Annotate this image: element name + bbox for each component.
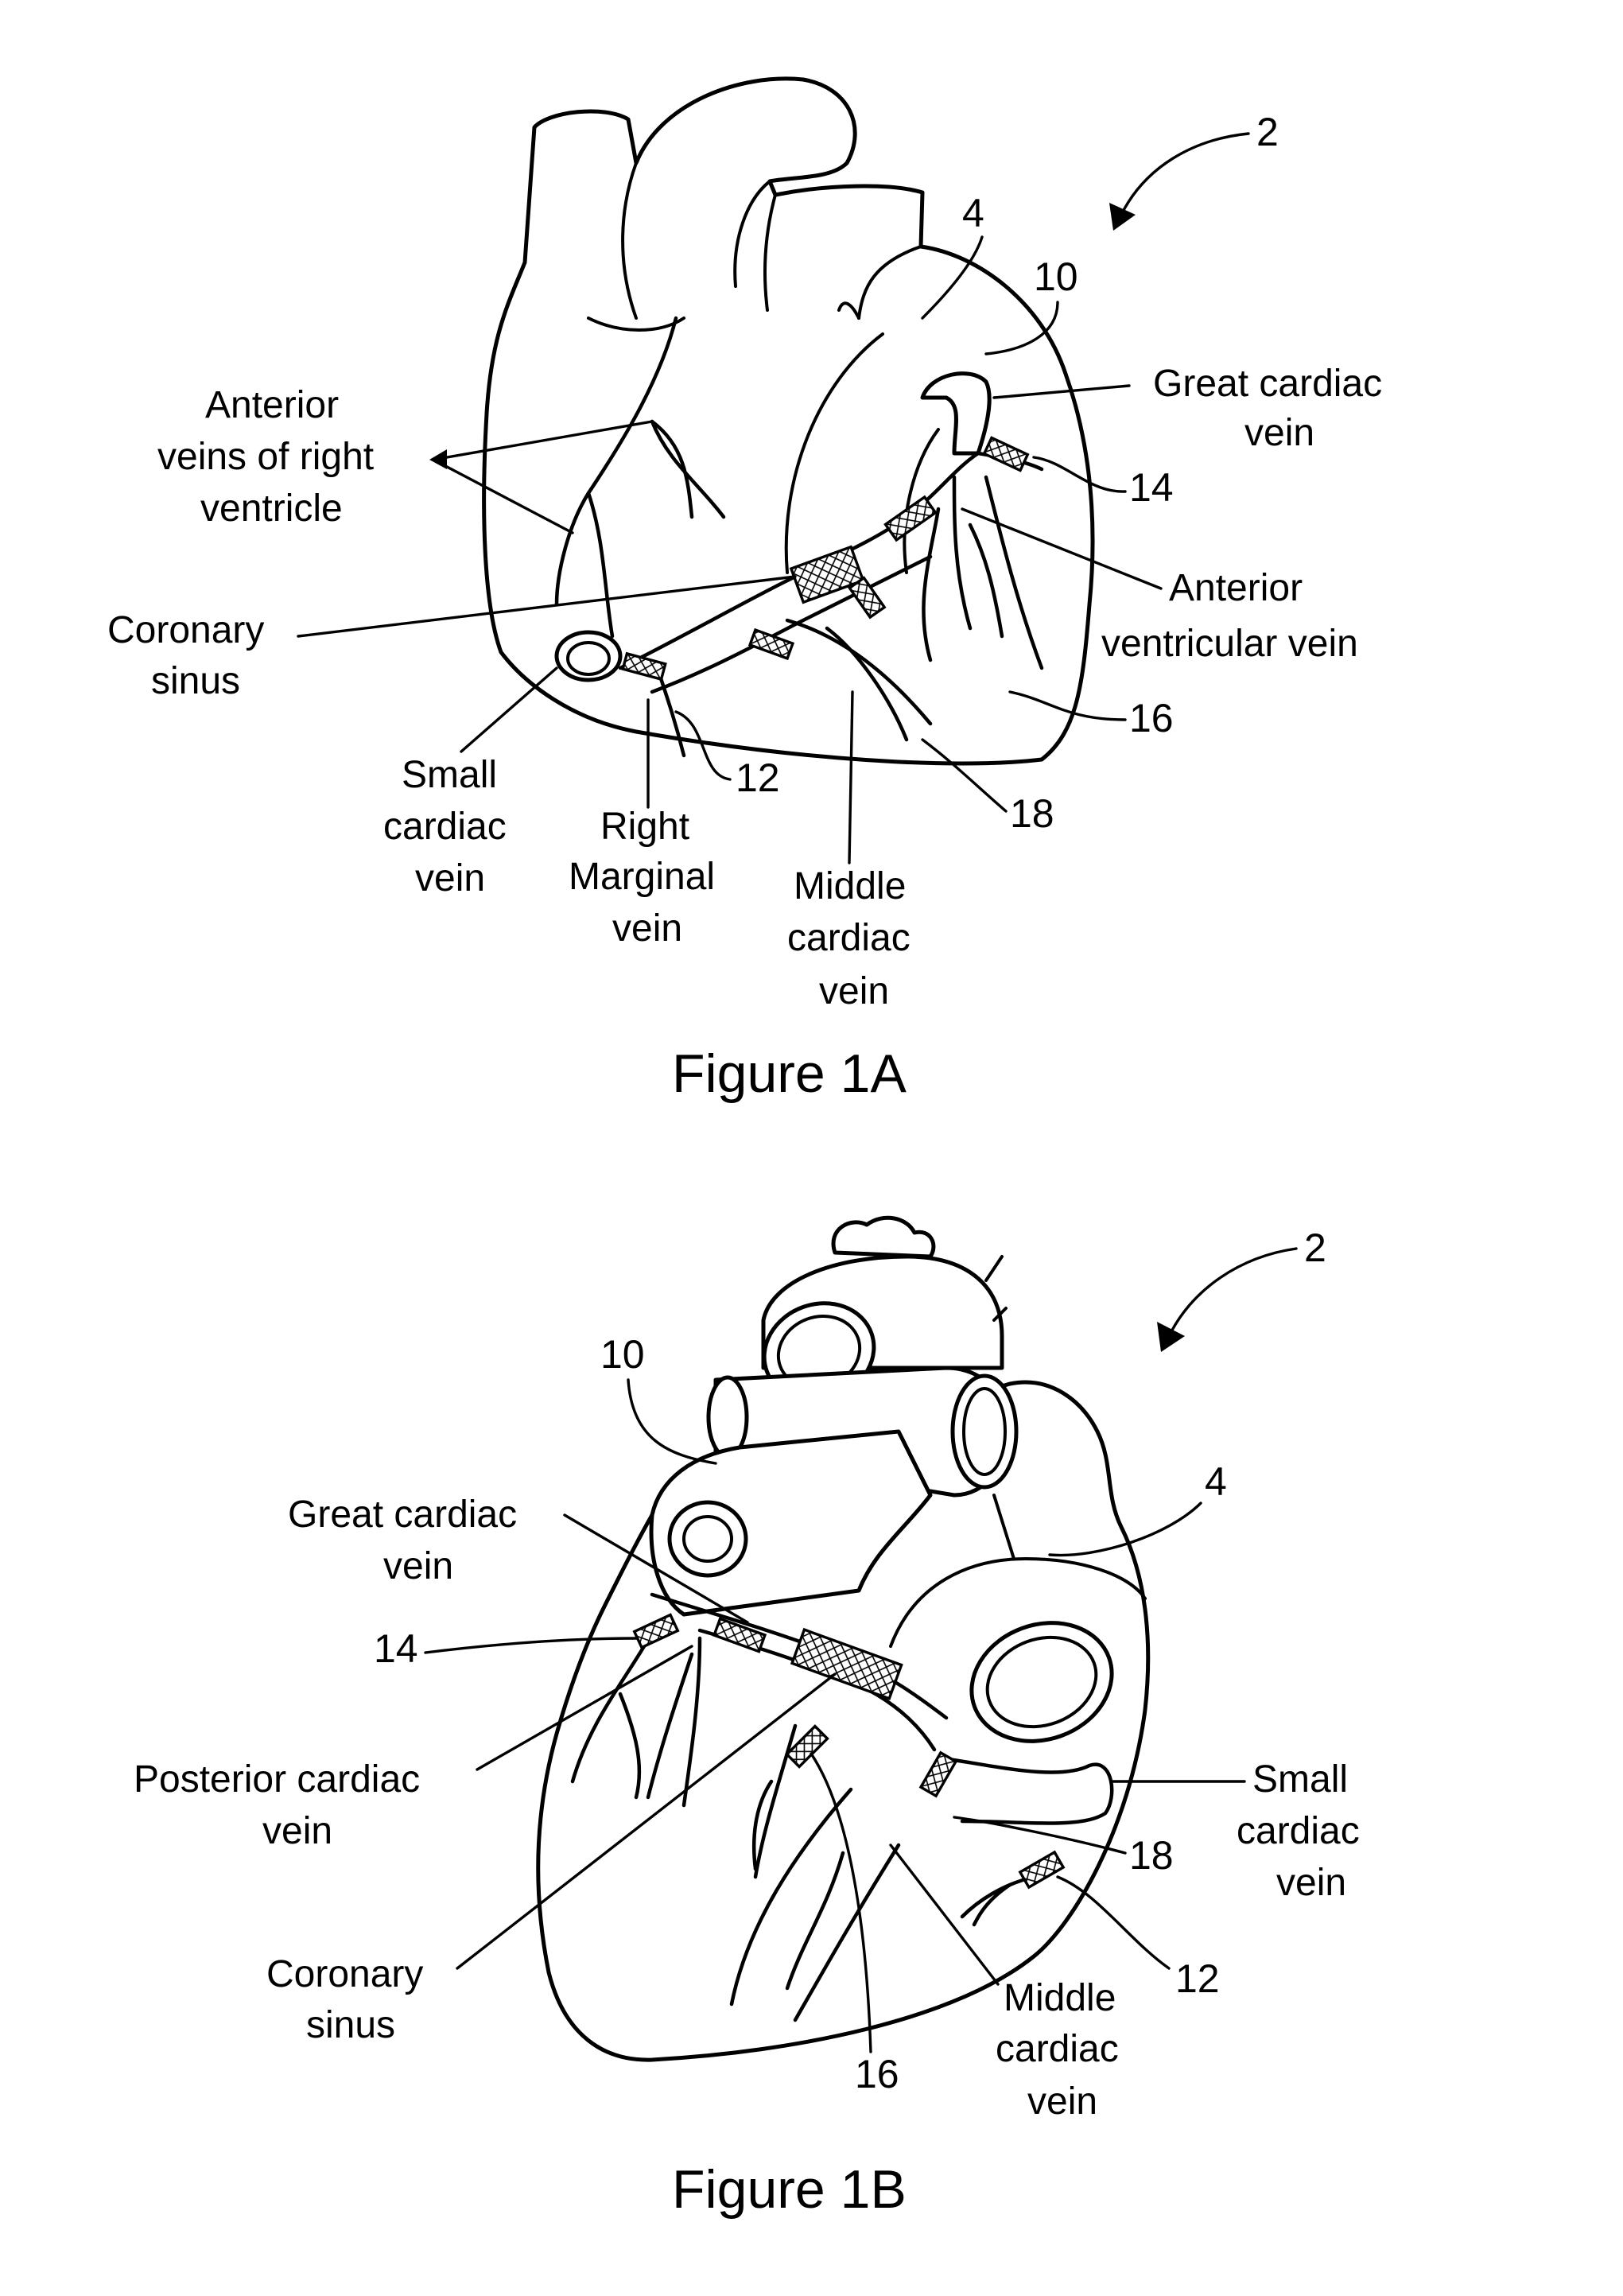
ref-10-1b: 10 bbox=[600, 1332, 645, 1377]
ref-12-1b: 12 bbox=[1175, 1956, 1220, 2001]
great-cardiac-vein-label-1a: Great cardiac vein bbox=[1153, 363, 1392, 454]
anterior-ventricular-vein-label-1a: Anterior ventricular vein bbox=[1101, 567, 1358, 665]
small-cardiac-vein-label-1b: Small cardiac vein bbox=[1237, 1758, 1370, 1904]
ref-16-1a: 16 bbox=[1129, 696, 1174, 740]
ref-2-1a: 2 bbox=[1256, 110, 1279, 154]
ref-16-1b: 16 bbox=[855, 2052, 899, 2096]
anterior-veins-right-ventricle-label: Anterior veins of right ventricle bbox=[157, 384, 384, 530]
figure-1b-caption: Figure 1B bbox=[672, 2159, 907, 2220]
ref-14-1b: 14 bbox=[374, 1626, 418, 1671]
figure-1b: 2 10 4 Great cardiac vein 14 Posterior c… bbox=[134, 1218, 1370, 2220]
figure-1a: 2 4 10 Great cardiac vein 14 Anterior ve… bbox=[107, 79, 1392, 1104]
right-marginal-vein-label: Right Marginal vein bbox=[569, 806, 725, 950]
great-cardiac-vein-label-1b: Great cardiac vein bbox=[288, 1494, 527, 1587]
ref-4-1a: 4 bbox=[962, 191, 984, 235]
figure-1a-caption: Figure 1A bbox=[672, 1043, 907, 1104]
ref-10-1a: 10 bbox=[1034, 254, 1078, 299]
ref-18-1b: 18 bbox=[1129, 1833, 1174, 1878]
middle-cardiac-vein-label-1b: Middle cardiac vein bbox=[996, 1977, 1129, 2123]
ref-4-1b: 4 bbox=[1205, 1459, 1227, 1504]
coronary-sinus-label-1b: Coronary sinus bbox=[266, 1953, 434, 2046]
small-cardiac-vein-label-1a: Small cardiac vein bbox=[383, 754, 517, 899]
heart-anterior-view bbox=[484, 79, 1093, 763]
vessel-opening-left-1b bbox=[670, 1502, 746, 1575]
ref-2-1b: 2 bbox=[1304, 1226, 1326, 1270]
ref-2-arrow-1a bbox=[1121, 134, 1248, 215]
middle-cardiac-vein-label-1a: Middle cardiac vein bbox=[787, 865, 921, 1012]
ref-2-arrow-1b bbox=[1169, 1249, 1296, 1336]
ref-12-1a: 12 bbox=[736, 756, 780, 800]
posterior-cardiac-vein-label: Posterior cardiac vein bbox=[134, 1758, 430, 1852]
coronary-sinus-label-1a: Coronary sinus bbox=[107, 609, 275, 702]
ref-18-1a: 18 bbox=[1010, 791, 1054, 836]
ref-14-1a: 14 bbox=[1129, 465, 1174, 510]
